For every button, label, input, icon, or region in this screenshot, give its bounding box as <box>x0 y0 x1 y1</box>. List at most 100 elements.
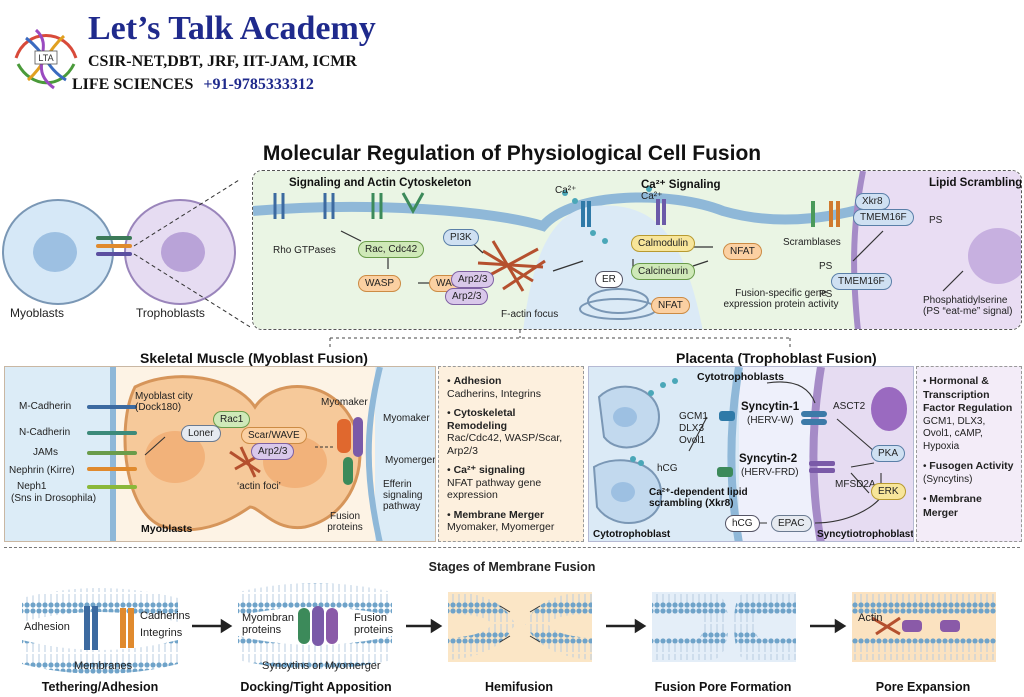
stages-title: Stages of Membrane Fusion <box>428 560 596 574</box>
ovol1-label: Ovol1 <box>679 435 706 446</box>
erk-node: ERK <box>871 483 906 500</box>
top-mechanism-panel: Signaling and Actin Cytoskeleton Ca²⁺ Si… <box>252 170 1022 330</box>
herv-frd-label: (HERV-FRD) <box>741 467 799 478</box>
m-cadherin-label: M-Cadherin <box>19 401 72 412</box>
rac1-node: Rac1 <box>213 411 251 428</box>
ca-ion-label-1: Ca²⁺ <box>555 185 577 196</box>
calcineurin-node: Calcineurin <box>631 263 696 280</box>
calmodulin-node: Calmodulin <box>631 235 696 252</box>
nephrin-label: Nephrin (Kirre) <box>9 465 75 476</box>
ca-lipid-scrambling-label: Ca²⁺-dependent lipid scrambling (Xkr8) <box>649 487 748 509</box>
dlx3-label: DLX3 <box>679 423 705 434</box>
syncytin1-label: Syncytin-1 <box>741 401 800 413</box>
xkr8-node: Xkr8 <box>855 193 890 210</box>
stage-1-label: Tethering/Adhesion <box>41 680 159 694</box>
ps-label-3: PS <box>819 289 833 300</box>
neph1-label: Neph1 <box>17 481 47 492</box>
stage-myombran-label: Myombran proteins <box>242 612 294 636</box>
placenta-note-head: Fusogen Activity <box>929 460 1014 472</box>
myoblast-city-label: Myoblast city (Dock180) <box>135 391 193 413</box>
er-node: ER <box>595 271 623 288</box>
stage-adhesion-label: Adhesion <box>24 621 70 633</box>
ps-label-2: PS <box>819 261 833 272</box>
skeletal-note-body: NFAT pathway gene expression <box>447 476 542 502</box>
stage-actin-label: Actin <box>858 612 883 624</box>
myoblasts-panel-label: Myoblasts <box>141 523 193 535</box>
jams-label: JAMs <box>33 447 58 458</box>
skeletal-note-head: Adhesion <box>453 375 502 387</box>
placenta-note-body: GCM1, DLX3, Ovol1, cAMP, Hypoxia <box>923 415 986 452</box>
myomaker-label-1: Myomaker <box>321 397 368 408</box>
placenta-note: • Fusogen Activity(Syncytins) <box>923 460 1014 485</box>
hcg-node-2: hCG <box>725 515 760 532</box>
myoblasts-cell-label: Myoblasts <box>10 306 65 320</box>
stage-syncytins-label: Syncytins or Myomerger <box>262 660 381 672</box>
academy-phone: +91-9785333312 <box>203 76 314 93</box>
academy-exams: CSIR-NET,DBT, JRF, IIT-JAM, ICMR <box>88 53 357 70</box>
skeletal-note-head: Cytoskeletal Remodeling <box>447 407 516 432</box>
syncytiotrophoblast-label: Syncytiotrophoblast <box>817 529 914 540</box>
skeletal-note-body: Rac/Cdc42, WASP/Scar, Arp2/3 <box>447 432 563 457</box>
stage-integrins-label: Integrins <box>140 627 183 639</box>
placenta-title: Placenta (Trophoblast Fusion) <box>676 350 877 366</box>
skeletal-note-head: Membrane Merger <box>453 508 545 521</box>
syncytin2-label: Syncytin-2 <box>739 453 798 465</box>
svg-text:LTA: LTA <box>38 53 53 63</box>
trophoblasts-cell-label: Trophoblasts <box>136 306 205 320</box>
ca-ion-label-2: Ca²⁺ <box>641 191 663 202</box>
tmem16f-node-1: TMEM16F <box>853 209 914 226</box>
nfat-node-2: NFAT <box>651 297 690 314</box>
asct2-label: ASCT2 <box>833 401 866 412</box>
rho-gtpases-label: Rho GTPases <box>273 245 336 256</box>
n-cadherin-label: N-Cadherin <box>19 427 71 438</box>
herv-w-label: (HERV-W) <box>747 415 794 426</box>
stage-4-label: Fusion Pore Formation <box>654 680 792 694</box>
placenta-note: • Hormonal & Transcription Factor Regula… <box>923 375 1013 452</box>
fusion-proteins-label: Fusion proteins <box>327 511 363 533</box>
cytotrophoblast-label: Cytotrophoblast <box>593 529 671 540</box>
skeletal-note-head: Ca²⁺ signaling <box>453 464 526 476</box>
nfat-node-1: NFAT <box>723 243 762 260</box>
tmem16f-node-2: TMEM16F <box>831 273 892 290</box>
arp23-node-b: Arp2/3 <box>445 288 489 305</box>
skeletal-note-body: Myomaker, Myomerger <box>447 521 555 533</box>
pka-node: PKA <box>871 445 906 462</box>
stage-2-label: Docking/Tight Apposition <box>240 680 392 694</box>
skeletal-muscle-panel: M-Cadherin N-Cadherin JAMs Nephrin (Kirr… <box>4 366 436 542</box>
academy-title: Let’s Talk Academy <box>88 10 376 47</box>
skeletal-muscle-title: Skeletal Muscle (Myoblast Fusion) <box>140 350 368 366</box>
lipid-scrambling-title: Lipid Scrambling <box>929 177 1022 189</box>
academy-subject-line: LIFE SCIENCES +91-9785333312 <box>72 76 314 94</box>
placenta-notes-panel: • Hormonal & Transcription Factor Regula… <box>916 366 1022 542</box>
placenta-note: • Membrane Merger <box>923 493 982 519</box>
fusion-gene-expression-label: Fusion-specific gene expression protein … <box>723 288 839 310</box>
ps-label-1: PS <box>929 215 943 226</box>
trophoblast-illustration <box>589 367 913 541</box>
factin-focus-label: F-actin focus <box>501 309 559 320</box>
scramblases-label: Scramblases <box>783 237 841 248</box>
stage-fusion-proteins-label: Fusion proteins <box>354 612 394 636</box>
pi3k-node: PI3K <box>443 229 479 246</box>
academy-subject: LIFE SCIENCES <box>72 76 194 93</box>
loner-node: Loner <box>181 425 221 442</box>
rac-cdc42-node: Rac, Cdc42 <box>358 241 425 258</box>
cytotrophoblasts-label: Cytotrophoblasts <box>697 371 784 383</box>
actin-foci-label: ‘actin foci’ <box>237 481 281 492</box>
skeletal-note-body: Cadherins, Integrins <box>447 387 541 400</box>
signaling-section-title: Signaling and Actin Cytoskeleton <box>289 177 472 189</box>
fusion-stages-illustration <box>22 583 996 674</box>
placenta-note-head: Hormonal & Transcription Factor Regulati… <box>923 375 1013 414</box>
cell-pair-illustration <box>2 180 250 328</box>
stage-5-label: Pore Expansion <box>875 680 971 694</box>
placenta-note-head: Membrane Merger <box>923 493 982 519</box>
placenta-panel: Cytotrophoblasts GCM1 DLX3 Ovol1 Syncyti… <box>588 366 914 542</box>
myomaker-label-2: Myomaker <box>383 413 430 424</box>
neph1-sns-label: (Sns in Drosophila) <box>11 493 97 504</box>
hcg-label-1: hCG <box>657 463 678 474</box>
efferin-pathway-label: Efferin signaling pathway <box>383 479 423 512</box>
scar-wave-node: Scar/WAVE <box>241 427 307 444</box>
